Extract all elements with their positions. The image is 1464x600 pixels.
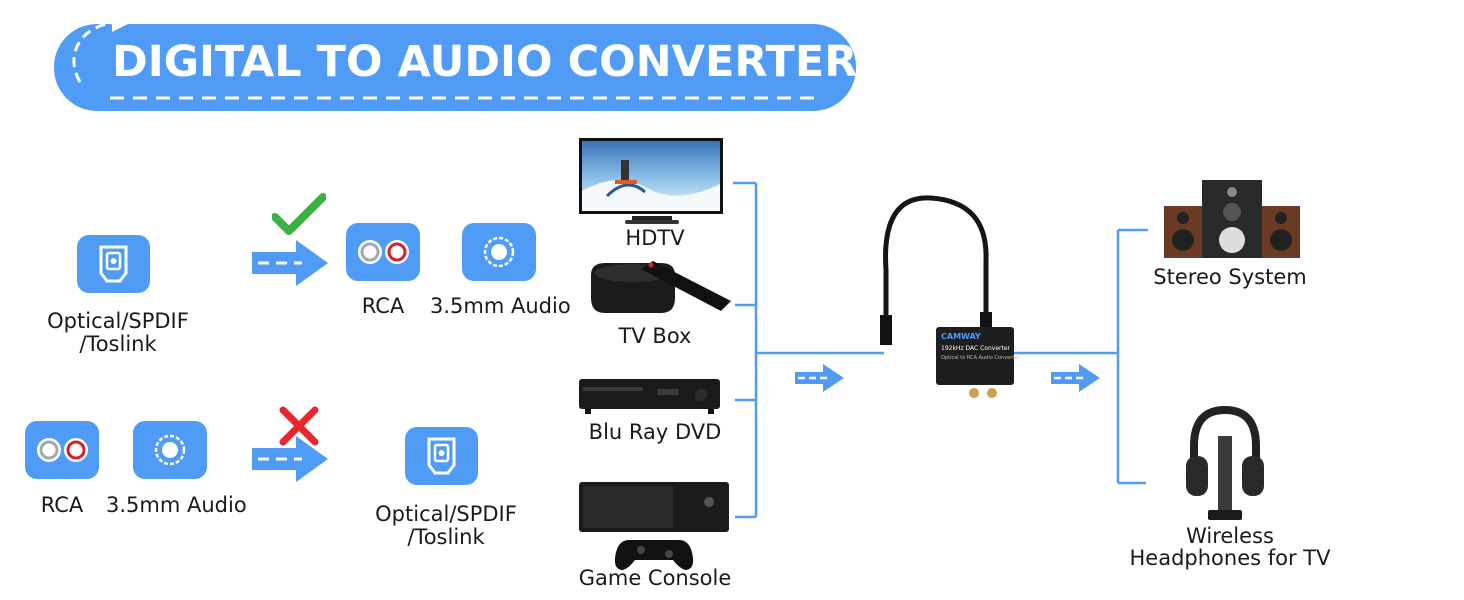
output-label-stereo: Stereo System (1153, 265, 1307, 289)
source-label-blu-ray: Blu Ray DVD (588, 420, 722, 444)
audio-output-label: 3.5mm Audio (430, 294, 571, 318)
check-icon (272, 193, 326, 235)
tv-box-image (591, 261, 731, 313)
optical-label: Optical/SPDIF /Toslink (47, 309, 189, 356)
page-title: DIGITAL TO AUDIO CONVERTER (112, 37, 858, 87)
arrow-right-icon (252, 436, 328, 482)
game-console-image (579, 482, 729, 570)
converter-model: 192kHz DAC Converter (941, 345, 1010, 352)
audio-input-label: 3.5mm Audio (106, 493, 247, 517)
dac-converter-image (936, 327, 1014, 398)
optical-output-label: Optical/SPDIF /Toslink (375, 502, 517, 549)
arrow-right-icon (252, 240, 328, 286)
source-label-game-console: Game Console (578, 566, 732, 590)
audio-jack-icon (133, 421, 207, 479)
optical-icon (77, 235, 150, 293)
arrow-right-icon (795, 364, 844, 392)
rca-input-label: RCA (40, 493, 84, 517)
rca-output-label: RCA (361, 294, 405, 318)
wireless-headphones-image (1186, 405, 1264, 520)
optical-icon (405, 427, 478, 485)
source-label-tv-box: TV Box (618, 324, 692, 348)
source-label-hdtv: HDTV (625, 226, 685, 250)
converter-brand: CAMWAY (941, 332, 981, 341)
rca-icon (346, 223, 420, 281)
stereo-system-image (1164, 180, 1300, 258)
rca-icon (25, 421, 99, 479)
output-label-headphones: Wireless Headphones for TV (1129, 524, 1331, 570)
title-banner (54, 12, 856, 111)
cross-icon (279, 406, 319, 446)
hdtv-image (579, 138, 723, 224)
blu-ray-player-image (579, 379, 720, 414)
converter-subtitle: Optical to RCA Audio Converter (941, 355, 1020, 361)
arrow-right-icon (1051, 364, 1100, 392)
audio-jack-icon (462, 223, 536, 281)
